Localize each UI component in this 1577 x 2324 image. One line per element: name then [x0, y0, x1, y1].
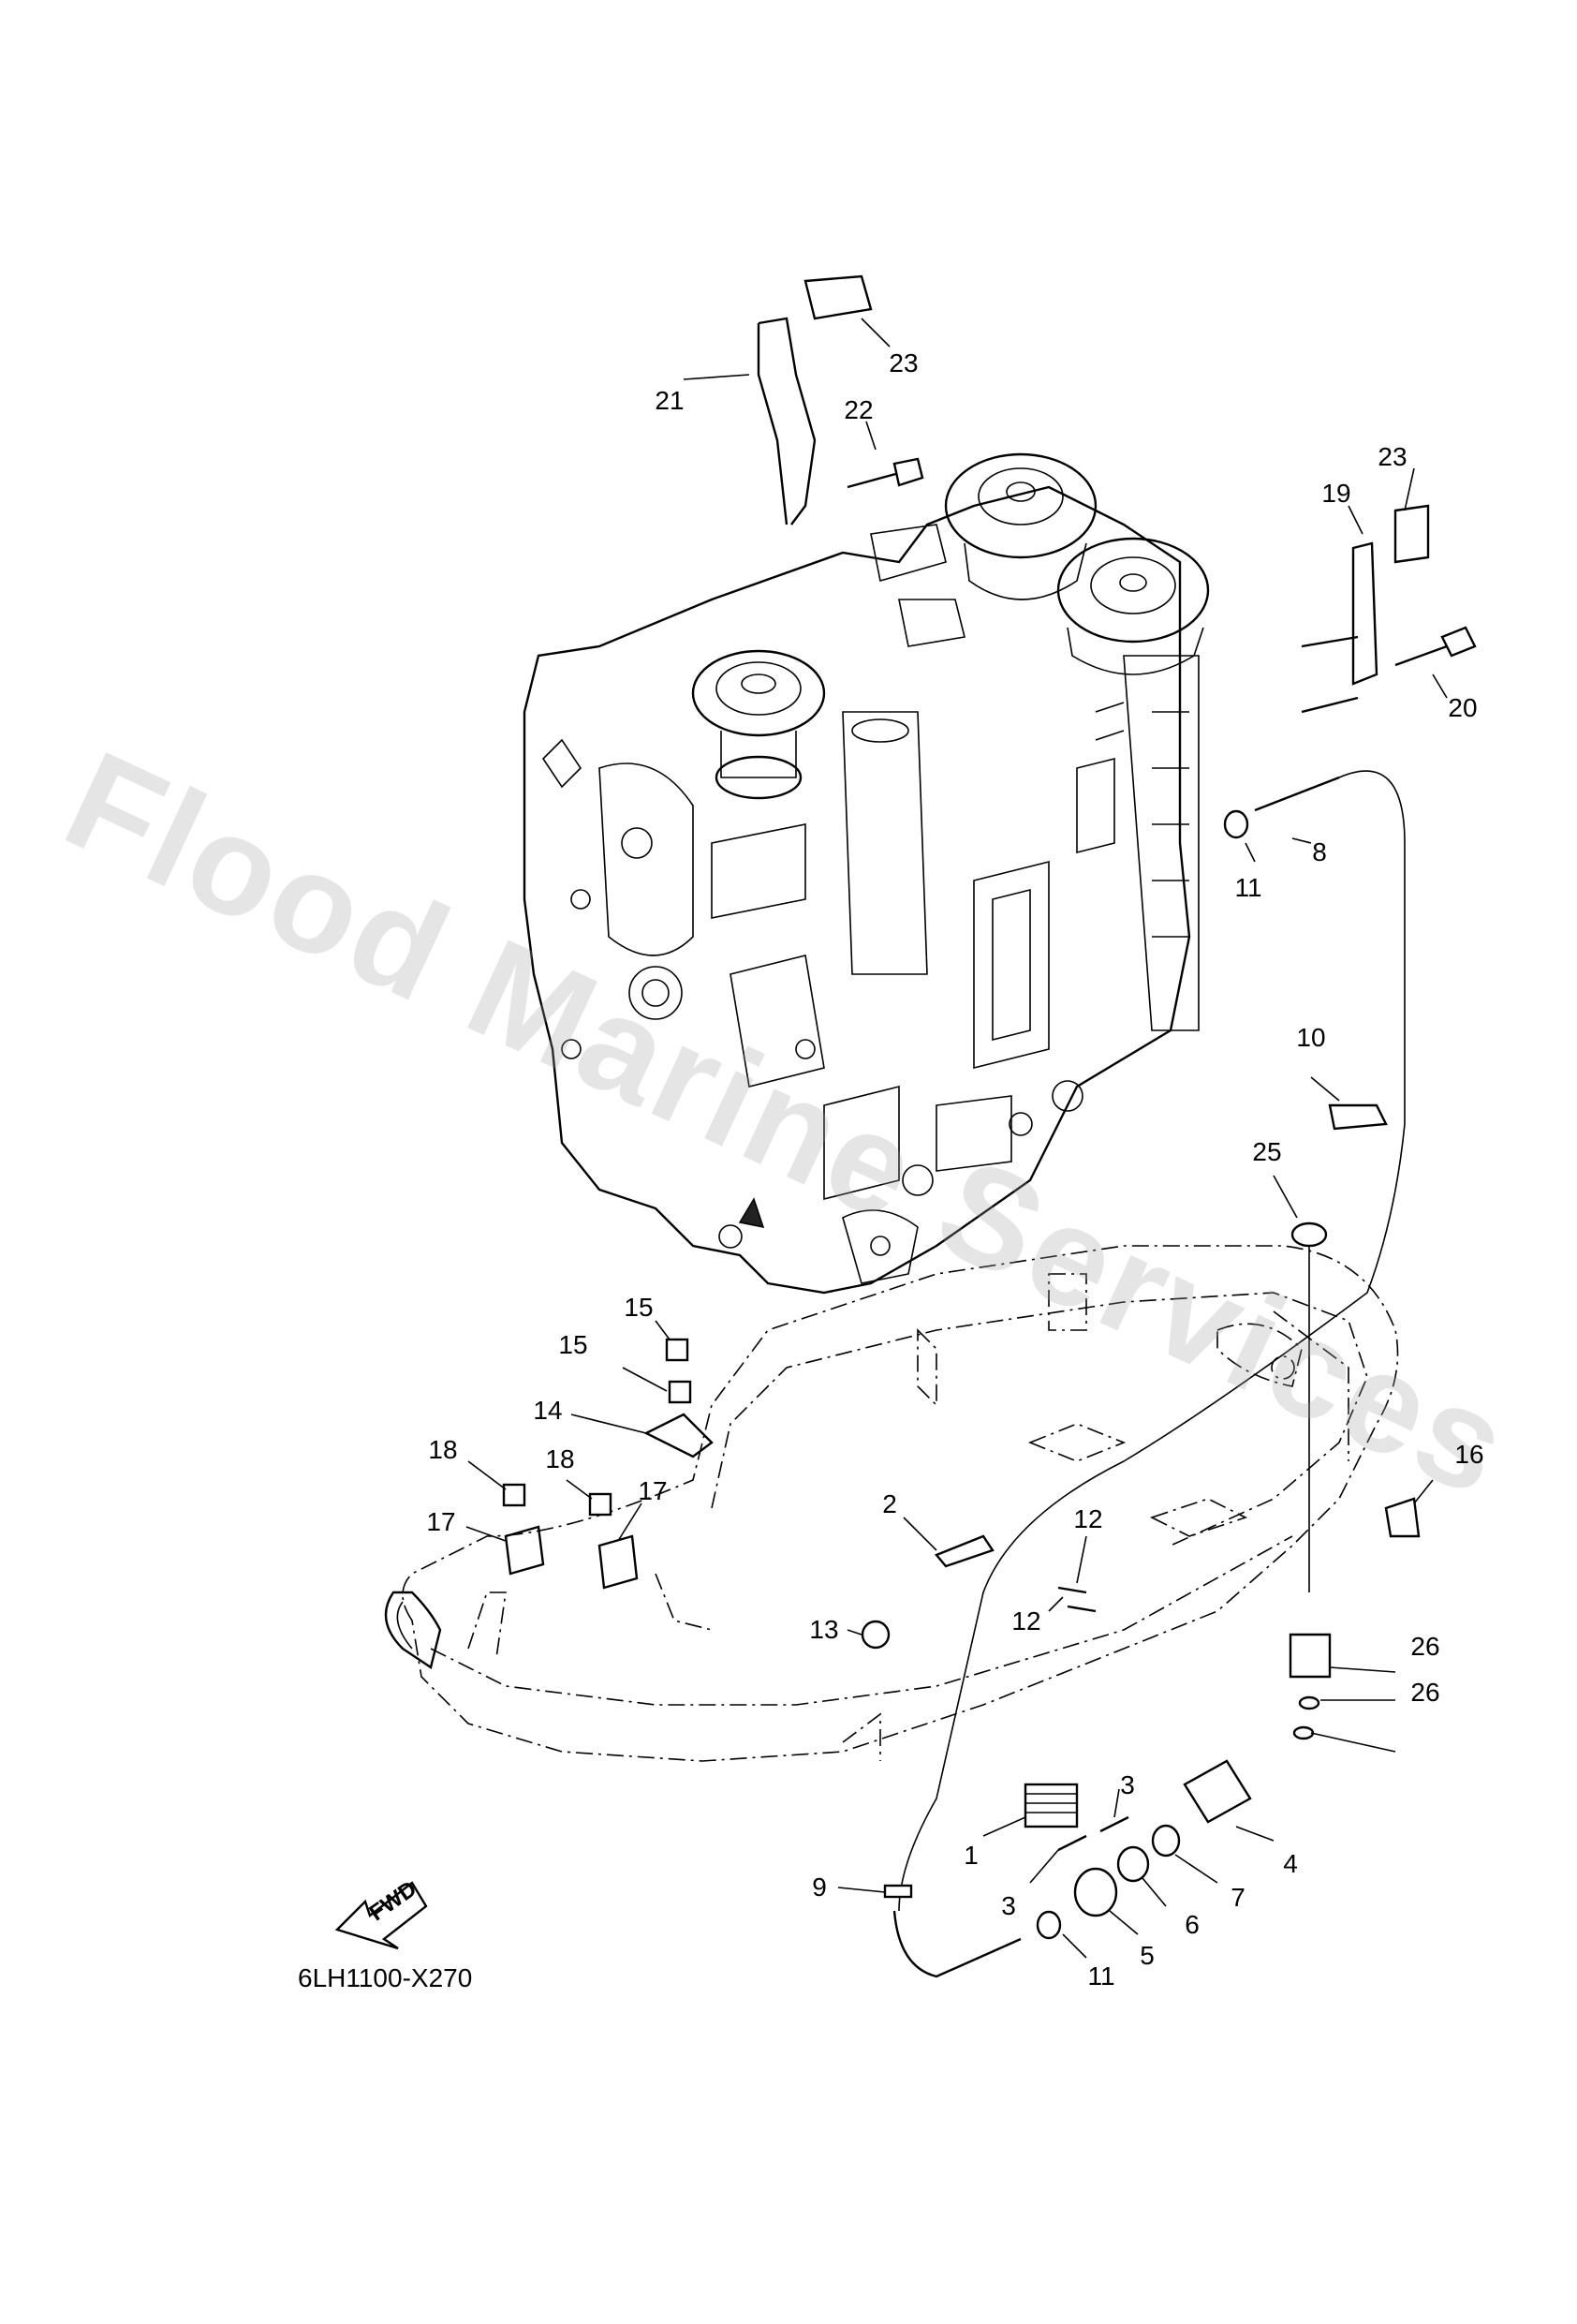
- callout-14: 14: [533, 1396, 563, 1425]
- part-7-ring: [1151, 1824, 1181, 1858]
- part-19-bracket: [1301, 541, 1378, 714]
- callout-17-a: 17: [426, 1507, 456, 1536]
- part-3-spring-a: [1099, 1815, 1129, 1833]
- part-18-bolt-a: [502, 1483, 526, 1507]
- part-2-plate: [935, 1534, 995, 1568]
- part-24-grommet: [1289, 1633, 1332, 1679]
- hose-line: [898, 770, 1406, 1912]
- part-5-nut: [1073, 1867, 1118, 1917]
- part-11-ring-lower: [1036, 1910, 1062, 1940]
- part-20-bolt: [1394, 626, 1477, 667]
- diagram-code: 6LH1100-X270: [298, 1963, 473, 1992]
- callout-7: 7: [1231, 1883, 1245, 1912]
- part-22-bolt: [847, 457, 924, 489]
- part-16-clip: [1384, 1497, 1421, 1538]
- callout-23-right: 23: [1378, 442, 1408, 471]
- callout-26-a: 26: [1410, 1678, 1440, 1707]
- callout-4: 4: [1283, 1849, 1298, 1878]
- callout-11-lower: 11: [1087, 1961, 1115, 1991]
- part-13-clamp: [861, 1620, 891, 1650]
- part-17-clip-b: [597, 1534, 639, 1590]
- callout-15-a: 15: [624, 1293, 654, 1322]
- callout-18-b: 18: [545, 1444, 575, 1473]
- engine-block: [523, 452, 1210, 1295]
- callout-3-b: 3: [1001, 1891, 1016, 1920]
- lower-hose: [892, 1910, 1022, 1978]
- callout-2: 2: [882, 1489, 897, 1518]
- part-23-bracket-right: [1393, 504, 1430, 564]
- part-21-bracket: [757, 317, 817, 525]
- callout-23-top: 23: [889, 348, 919, 377]
- part-6-plug: [1116, 1845, 1150, 1883]
- part-12-bolt: [1057, 1586, 1097, 1613]
- callout-19: 19: [1321, 479, 1351, 508]
- callout-18-a: 18: [428, 1435, 458, 1464]
- callout-5: 5: [1140, 1941, 1155, 1970]
- part-26-clip-b: [1292, 1725, 1315, 1740]
- callout-17-b: 17: [638, 1476, 668, 1505]
- callout-11-upper: 11: [1234, 873, 1262, 902]
- part-25-grommet: [1290, 1221, 1328, 1248]
- callout-3-a: 3: [1120, 1770, 1135, 1799]
- part-23-bracket-top: [803, 274, 873, 320]
- callout-22: 22: [844, 395, 874, 424]
- part-4-cap: [1183, 1759, 1252, 1824]
- part-8-tube: [1254, 776, 1340, 812]
- callout-8: 8: [1312, 837, 1327, 866]
- callout-15-b: 15: [558, 1330, 588, 1359]
- callout-6: 6: [1185, 1910, 1200, 1939]
- part-26-clip-a: [1298, 1695, 1320, 1710]
- callout-20: 20: [1448, 693, 1478, 722]
- part-15-bolt-b: [665, 1338, 689, 1362]
- part-1-fitting: [1024, 1783, 1079, 1828]
- leader-lines: [465, 318, 1448, 1959]
- callout-9: 9: [812, 1873, 827, 1902]
- callout-13: 13: [809, 1615, 839, 1644]
- callout-10: 10: [1296, 1023, 1326, 1052]
- callout-12-a: 12: [1073, 1504, 1103, 1533]
- callout-25: 25: [1252, 1137, 1282, 1166]
- part-9-band: [883, 1884, 913, 1899]
- callout-24: 26: [1410, 1632, 1440, 1661]
- part-17-clip-a: [504, 1525, 545, 1576]
- part-14-bracket: [643, 1413, 714, 1458]
- part-11-ring-upper: [1223, 809, 1249, 839]
- part-18-bolt-b: [588, 1492, 612, 1517]
- part-15-bolt-a: [668, 1380, 692, 1404]
- callout-1: 1: [964, 1841, 979, 1870]
- part-10-clip: [1328, 1103, 1388, 1131]
- fwd-arrow: [334, 1881, 428, 1950]
- callout-12-b: 12: [1011, 1606, 1041, 1636]
- bottom-cowling: [384, 1245, 1399, 1762]
- callout-16: 16: [1454, 1440, 1484, 1469]
- part-3-spring-b: [1057, 1834, 1087, 1852]
- callout-21: 21: [655, 386, 685, 415]
